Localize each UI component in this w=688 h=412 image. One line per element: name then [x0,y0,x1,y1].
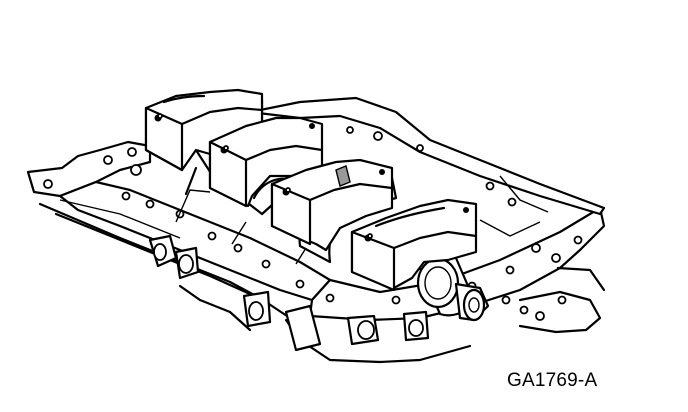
main-bearing-cap-2 [208,116,324,208]
rail-bosses [153,243,424,340]
main-bearing-cap-4 [350,198,478,292]
main-bearing-cap-3 [270,158,394,252]
figure-code-label: GA1769-A [507,370,598,391]
main-bearing-cap-1 [144,88,264,172]
detail-lines [59,165,549,265]
